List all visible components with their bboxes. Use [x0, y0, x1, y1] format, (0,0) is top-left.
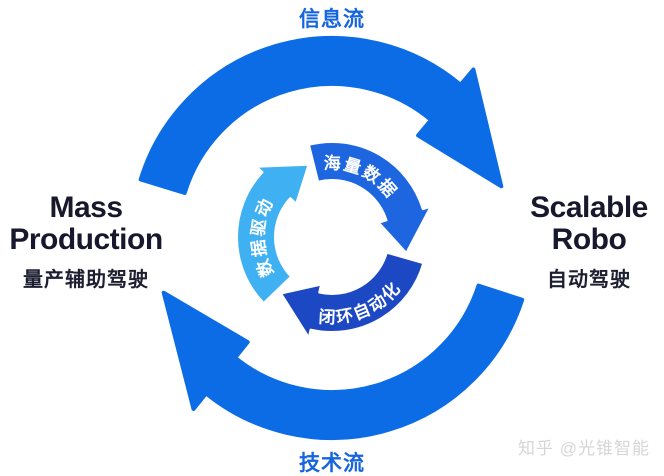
- outer-arrow-top: [138, 35, 504, 195]
- node-mass-production: Mass Production 量产辅助驾驶: [0, 192, 172, 292]
- segment-closed-loop-automation: [280, 251, 425, 339]
- node-title-line: Production: [9, 223, 163, 256]
- outer-arrow-bottom: [161, 283, 525, 440]
- segment-data-driven: [236, 163, 310, 304]
- segment-massive-data: [308, 140, 432, 254]
- node-title-line: Scalable: [530, 191, 648, 224]
- flow-label-technology: 技术流: [299, 452, 365, 475]
- node-scalable-robo: Scalable Robo 自动驾驶: [514, 192, 664, 292]
- node-subtitle: 自动驾驶: [547, 269, 631, 291]
- flow-label-information: 信息流: [299, 8, 365, 31]
- node-title-line: Mass: [49, 191, 123, 224]
- node-title-line: Robo: [551, 223, 627, 256]
- node-subtitle: 量产辅助驾驶: [23, 269, 149, 291]
- watermark-zhihu: 知乎 @光锥智能: [518, 439, 650, 458]
